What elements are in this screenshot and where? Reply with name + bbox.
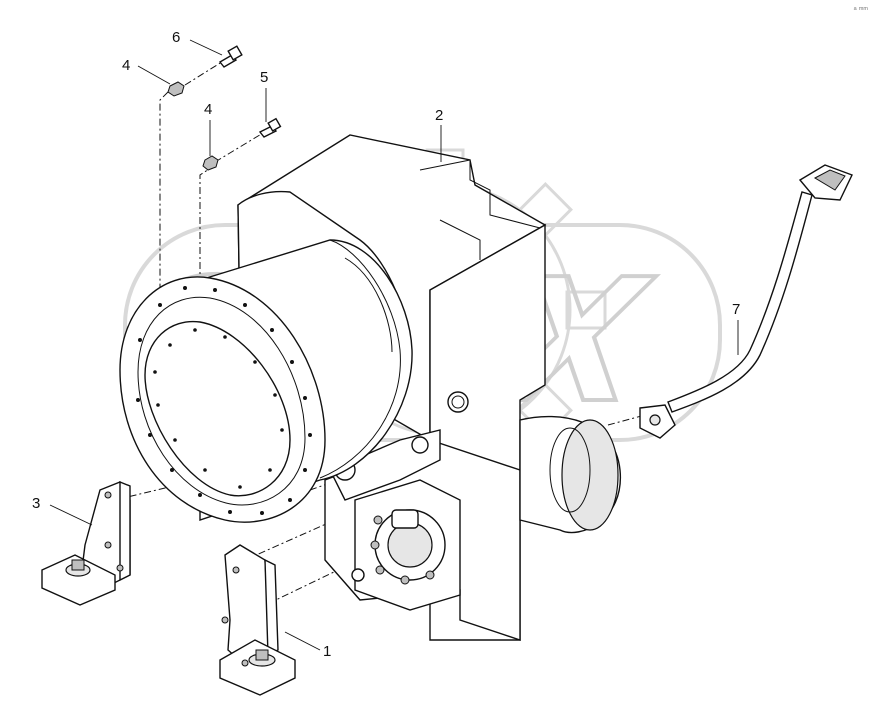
callout-3: 3 [32,495,40,512]
nut-4-lower [202,155,219,171]
corner-mark: ᵃ ᵐᵐ [854,5,869,14]
callout-leaders [49,39,739,651]
callout-5: 5 [260,69,268,86]
front-yoke [351,479,461,611]
callout-6: 6 [172,29,180,46]
adapter-flange [119,276,326,523]
dipstick-tube [639,164,853,439]
callout-1: 1 [323,643,331,660]
bolt-6 [218,45,243,68]
callout-2: 2 [435,107,443,124]
mounting-bracket-front [219,544,296,696]
nut-4-upper [167,81,185,97]
callout-4-lower: 4 [204,101,212,118]
callout-7: 7 [732,301,740,318]
fasteners [167,45,282,171]
callout-labels: 6 4 5 4 2 7 3 1 [32,29,740,660]
callout-4-upper: 4 [122,57,130,74]
bolt-5 [258,117,282,138]
mounting-bracket-rear [41,480,131,606]
